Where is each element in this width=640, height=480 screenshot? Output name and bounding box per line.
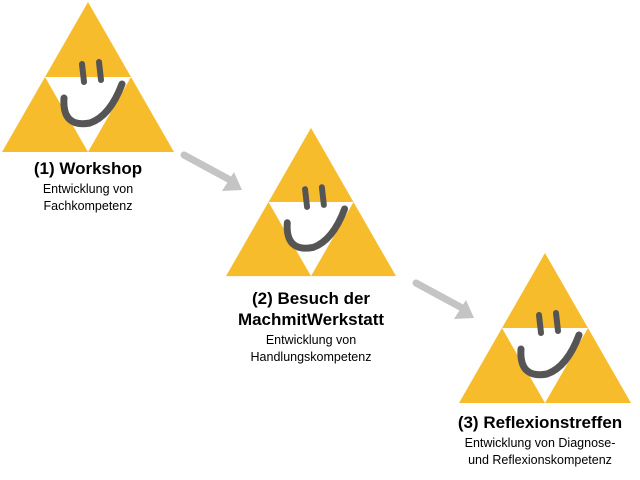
step-2-subtitle-line-2: Handlungskompetenz bbox=[250, 350, 372, 364]
diagonal-arrow-icon bbox=[180, 151, 242, 191]
step-3-subtitle-line-1: Entwicklung von Diagnose- bbox=[464, 436, 616, 450]
smiley-triforce-icon bbox=[226, 127, 396, 277]
step-1 bbox=[2, 2, 174, 152]
step-1-title: (1) Workshop bbox=[33, 159, 143, 178]
smiley-mouth bbox=[60, 80, 126, 128]
smiley-triforce-icon bbox=[2, 2, 174, 152]
arrow-head bbox=[222, 172, 242, 191]
diagonal-arrow-icon bbox=[412, 279, 474, 319]
step-1-subtitle-line-2: Fachkompetenz bbox=[43, 199, 133, 213]
smiley-triforce-icon bbox=[459, 253, 631, 403]
step-2-title-line-2: MachmitWerkstatt bbox=[237, 310, 385, 329]
arrow-shaft bbox=[180, 151, 236, 185]
step-3 bbox=[459, 253, 631, 403]
smiley-eye-right bbox=[96, 59, 104, 83]
step-2-title-line-1: (2) Besuch der bbox=[251, 289, 371, 308]
smiley-eye-left bbox=[79, 61, 87, 85]
step-3-subtitle-line-2: und Reflexionskompetenz bbox=[468, 453, 612, 467]
arrow-shaft bbox=[412, 279, 468, 313]
smiley-eye-right bbox=[553, 310, 561, 334]
step-2-subtitle-line-1: Entwicklung von bbox=[265, 333, 357, 347]
step-2-caption: (2) Besuch der MachmitWerkstatt Entwickl… bbox=[211, 288, 411, 366]
step-3-caption: (3) Reflexionstreffen Entwicklung von Di… bbox=[442, 412, 638, 469]
step-1-subtitle-line-1: Entwicklung von bbox=[42, 182, 134, 196]
step-2 bbox=[226, 127, 396, 277]
step-1-caption: (1) Workshop Entwicklung von Fachkompete… bbox=[0, 158, 176, 215]
smiley-eye-left bbox=[536, 312, 544, 336]
smiley-mouth bbox=[283, 205, 349, 252]
step-3-title: (3) Reflexionstreffen bbox=[457, 413, 623, 432]
smiley-mouth bbox=[517, 331, 583, 379]
smiley-eye-right bbox=[318, 184, 327, 208]
arrow-head bbox=[454, 300, 474, 319]
smiley-eye-left bbox=[302, 186, 311, 210]
